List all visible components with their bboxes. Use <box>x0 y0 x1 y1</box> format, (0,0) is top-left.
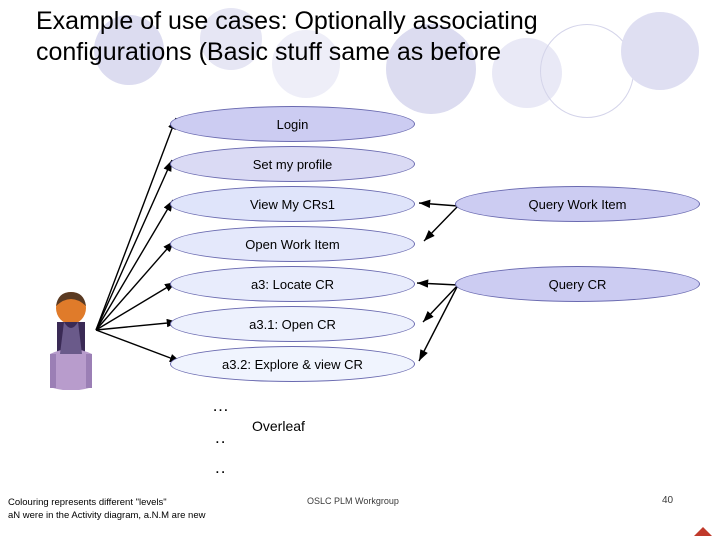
corner-triangle-marker <box>694 527 712 536</box>
use-case-a3-locate-cr[interactable]: a3: Locate CR <box>170 266 415 302</box>
decorative-circle <box>386 24 476 114</box>
ellipsis-mark-1: … <box>212 396 230 415</box>
arrow-actor-to-profile <box>95 159 173 331</box>
use-case-query-cr-label: Query CR <box>548 276 607 292</box>
use-case-set-my-profile-label: Set my profile <box>252 156 333 172</box>
arrow-actor-to-a3 <box>95 281 177 331</box>
ellipsis-mark-2: .. <box>215 428 227 447</box>
use-case-set-my-profile[interactable]: Set my profile <box>170 146 415 182</box>
decorative-circle <box>94 15 164 85</box>
use-case-view-my-crs[interactable]: View My CRs1 <box>170 186 415 222</box>
use-case-a31-open-cr-label: a3.1: Open CR <box>249 316 336 332</box>
use-case-a32-explore-view-cr[interactable]: a3.2: Explore & view CR <box>170 346 415 382</box>
use-case-view-my-crs-label: View My CRs1 <box>249 196 335 212</box>
use-case-open-work-item[interactable]: Open Work Item <box>170 226 415 262</box>
arrow-actor-to-viewcrs <box>95 199 174 331</box>
use-case-login-label: Login <box>276 116 309 132</box>
use-case-login[interactable]: Login <box>170 106 415 142</box>
arrow-actor-to-login <box>95 117 177 331</box>
arrow-querywi-to-viewcrs <box>418 199 459 209</box>
decorative-circle <box>200 8 262 70</box>
arrow-actor-to-a31 <box>95 318 179 331</box>
use-case-a31-open-cr[interactable]: a3.1: Open CR <box>170 306 415 342</box>
overleaf-label: Overleaf <box>252 418 305 434</box>
actor-figure-icon <box>50 292 92 390</box>
use-case-a32-explore-view-cr-label: a3.2: Explore & view CR <box>222 356 363 372</box>
use-case-open-work-item-label: Open Work Item <box>245 236 340 252</box>
arrow-actor-to-a32 <box>95 329 182 363</box>
use-case-query-cr[interactable]: Query CR <box>455 266 700 302</box>
use-case-query-work-item-label: Query Work Item <box>528 196 627 212</box>
use-case-query-work-item[interactable]: Query Work Item <box>455 186 700 222</box>
decorative-circle <box>621 12 699 90</box>
slide-title: Example of use cases: Optionally associa… <box>36 7 545 66</box>
arrow-querycr-to-a3 <box>416 279 459 288</box>
arrow-actor-to-openwi <box>95 240 175 331</box>
arrow-querycr-to-a32 <box>418 284 459 362</box>
use-case-a3-locate-cr-label: a3: Locate CR <box>250 276 335 292</box>
footnote-text: Colouring represents different "levels" … <box>8 497 206 521</box>
decorative-circle <box>272 30 340 98</box>
arrow-querycr-to-a31 <box>422 284 459 323</box>
slide-page-number: 40 <box>662 495 674 506</box>
footer-workgroup-label: OSLC PLM Workgroup <box>307 496 399 506</box>
ellipsis-mark-3: .. <box>215 458 227 477</box>
arrow-querywi-to-openwi <box>423 205 459 242</box>
